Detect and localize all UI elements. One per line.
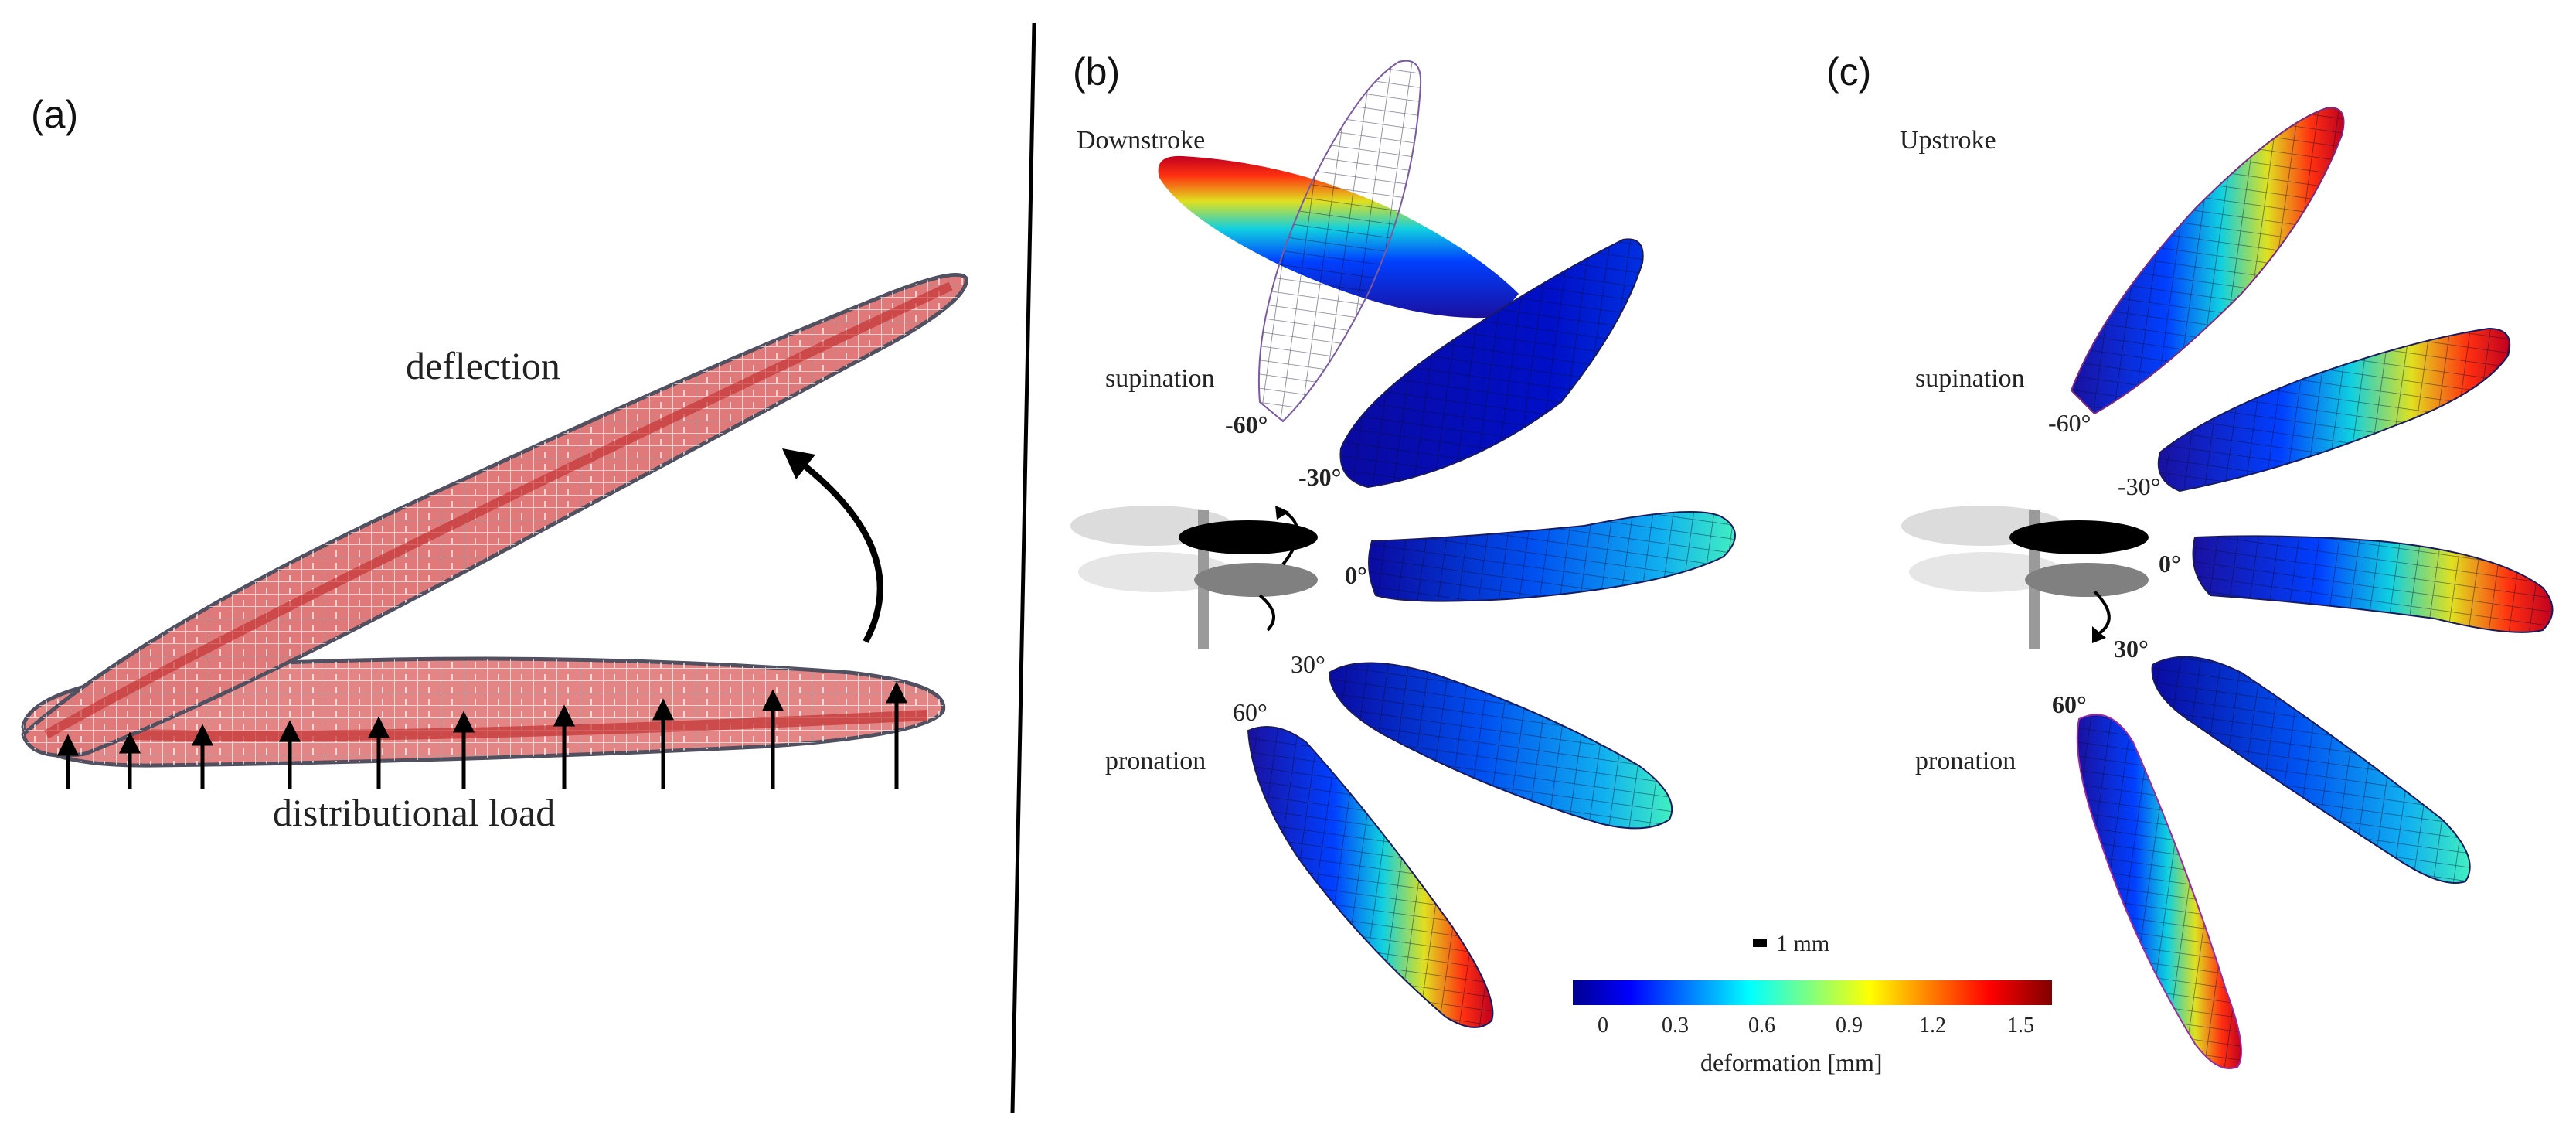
panel-b-label: (b) (1073, 50, 1120, 94)
supination-label: supination (1915, 364, 2025, 393)
angle-label-neg60: -60° (1225, 411, 1268, 438)
load-arrows (56, 681, 908, 789)
dragonfly-icon (1070, 506, 1318, 649)
load-label: distributional load (273, 791, 555, 834)
colorbar-tick: 1.5 (2007, 1014, 2034, 1038)
angle-label-neg30: -30° (2118, 472, 2160, 500)
panel-b: (b) Downstroke supination pronation (1070, 50, 1736, 1028)
angle-label-neg60: -60° (2048, 409, 2091, 437)
wing-c-60 (2076, 714, 2242, 1069)
wing-b-neg30 (1339, 238, 1644, 489)
deflection-label: deflection (406, 344, 560, 387)
scale-bar: 1 mm (1753, 931, 1829, 956)
load-arrow-icon (191, 724, 214, 789)
panel-a-label: (a) (31, 93, 78, 136)
stroke-label: Downstroke (1077, 126, 1205, 155)
supination-label: supination (1105, 364, 1215, 393)
load-arrow-icon (118, 731, 141, 789)
wing-c-0 (2192, 535, 2554, 633)
deflected-wing (21, 273, 968, 758)
load-arrow-icon (652, 698, 675, 789)
wing-b-0 (1368, 511, 1736, 602)
wing-c-30 (2151, 656, 2471, 884)
angle-label-0: 0° (1345, 561, 1367, 589)
wing-c-neg60 (2070, 107, 2345, 415)
angle-label-0: 0° (2159, 550, 2181, 578)
wing-b-neg60 (1158, 60, 1519, 423)
pronation-label: pronation (1915, 747, 2016, 775)
wing-b-60 (1247, 726, 1494, 1028)
deflection-arrow-icon (782, 448, 883, 643)
colorbar-tick: 1.2 (1919, 1014, 1946, 1038)
load-arrow-icon (553, 704, 576, 789)
panel-c-label: (c) (1826, 50, 1871, 94)
scale-bar-label: 1 mm (1776, 931, 1829, 956)
angle-label-60: 60° (2052, 690, 2087, 718)
angle-label-neg30: -30° (1298, 463, 1341, 491)
load-arrow-icon (278, 720, 301, 789)
colorbar-title: deformation [mm] (1700, 1048, 1882, 1076)
load-arrow-icon (885, 681, 908, 789)
stroke-label: Upstroke (1900, 126, 1996, 155)
panel-divider (1010, 22, 1036, 1114)
wing-c-neg30 (2157, 327, 2511, 492)
load-arrow-icon (452, 711, 475, 789)
colorbar: 0 0.3 0.6 0.9 1.2 1.5 deformation [mm] (1573, 980, 2052, 1076)
load-arrow-icon (367, 716, 390, 789)
load-arrow-icon (761, 689, 784, 789)
load-arrow-icon (56, 734, 80, 789)
panel-c: (c) Upstroke supination pronation (1826, 50, 2554, 1069)
panel-a: (a) deflection (21, 93, 968, 834)
angle-label-60: 60° (1233, 698, 1268, 726)
pronation-label: pronation (1105, 747, 1206, 775)
colorbar-tick: 0.3 (1662, 1014, 1689, 1038)
dragonfly-icon (1901, 506, 2149, 649)
colorbar-tick: 0.9 (1836, 1014, 1863, 1038)
colorbar-tick: 0 (1598, 1014, 1608, 1038)
angle-label-30: 30° (2114, 635, 2149, 663)
colorbar-tick: 0.6 (1748, 1014, 1775, 1038)
wing-b-30 (1328, 662, 1673, 830)
angle-label-30: 30° (1291, 650, 1325, 678)
